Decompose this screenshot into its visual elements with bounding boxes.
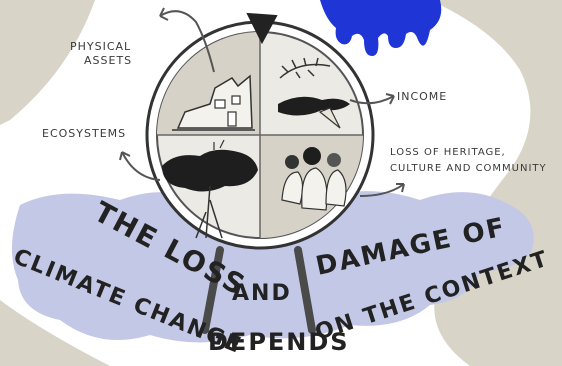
label-ecosystems: ECOSYSTEMS	[42, 127, 127, 140]
lavender-banner	[11, 191, 534, 343]
wheel	[145, 20, 375, 250]
arrow-ecosystems	[121, 151, 161, 181]
beige-right-shape	[430, 0, 562, 366]
wheel-leg-left	[201, 246, 224, 334]
arrow-income	[349, 95, 395, 105]
people-community-icon	[281, 147, 347, 211]
headline-and: AND	[232, 281, 292, 306]
label-heritage-line2: CULTURE AND COMMUNITY	[390, 163, 547, 174]
label-assets: ASSETS	[84, 54, 133, 67]
blue-drip-shape	[320, 0, 442, 56]
tree-icon	[162, 139, 258, 239]
beige-bottom-left-shape	[0, 300, 110, 366]
plant-and-fish-icon	[278, 57, 350, 129]
label-heritage-line1: LOSS OF HERITAGE,	[390, 147, 506, 158]
label-income: INCOME	[397, 90, 448, 103]
beige-top-left-shape	[0, 0, 95, 125]
arrow-top-left	[159, 10, 215, 73]
label-physical: PHYSICAL	[70, 40, 132, 53]
pointer-triangle-icon	[246, 12, 278, 45]
headline-depends: DEPENDS	[208, 328, 350, 356]
wheel-leg-right	[294, 246, 316, 334]
arrow-heritage	[359, 183, 405, 197]
broken-building-icon	[172, 74, 255, 131]
